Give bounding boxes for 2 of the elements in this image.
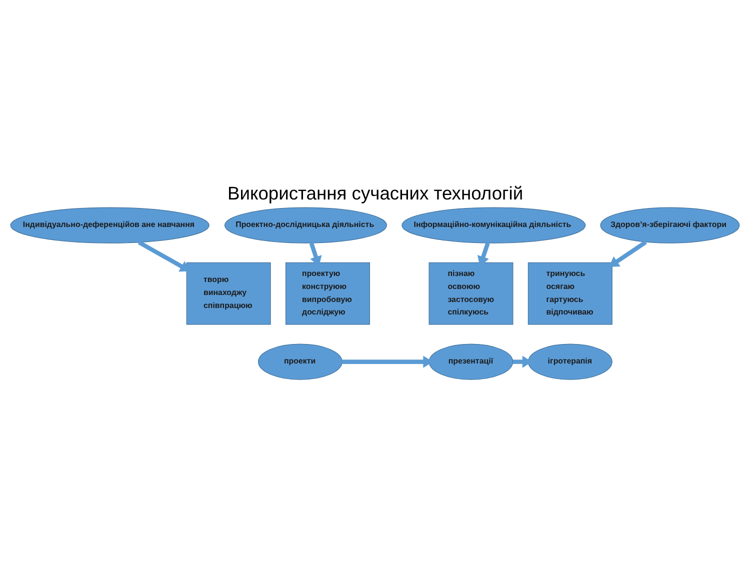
diagram-title: Використання сучасних технологій <box>227 182 524 204</box>
arrow <box>608 240 647 267</box>
